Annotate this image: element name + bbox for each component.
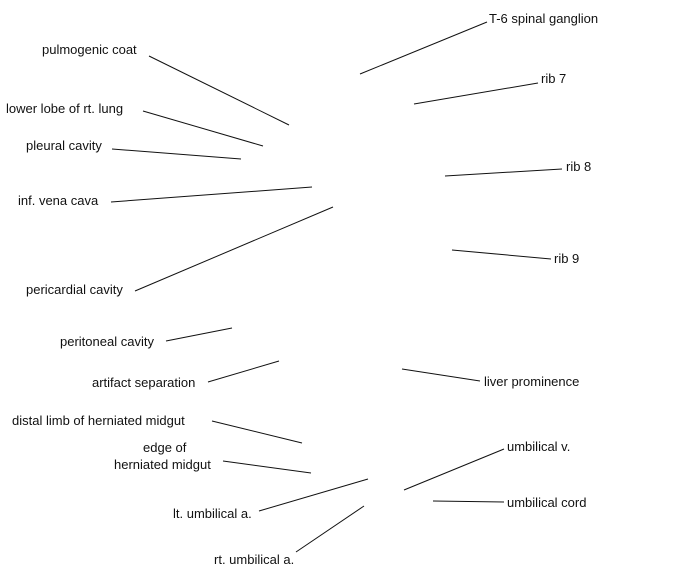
label-pleural-cavity: pleural cavity [26, 138, 102, 153]
leader-line-rib9 [451, 249, 552, 260]
label-t6-spinal-ganglion: T-6 spinal ganglion [489, 11, 599, 26]
leader-line-umbcord [432, 500, 505, 503]
leader-line-rib8 [444, 168, 563, 177]
leader-line-rib7 [413, 82, 539, 105]
label-umbilical-v: umbilical v. [507, 439, 571, 454]
label-rt-umbilical-a: rt. umbilical a. [214, 552, 295, 567]
leader-line-edge [222, 460, 312, 474]
leader-line-rtumb [295, 505, 365, 553]
leader-line-ltumb [258, 478, 369, 512]
label-distal-limb: distal limb of herniated midgut [12, 413, 185, 428]
leader-line-artifact [207, 360, 280, 383]
label-pericardial-cavity: pericardial cavity [26, 282, 123, 297]
leader-line-pulmo [148, 55, 290, 126]
label-artifact-separation: artifact separation [92, 375, 196, 390]
label-inf-vena-cava: inf. vena cava [18, 193, 99, 208]
label-rib-7: rib 7 [541, 71, 567, 86]
leader-line-pleural [111, 148, 242, 160]
leader-line-distal [211, 420, 303, 444]
label-herniated-midgut: herniated midgut [114, 457, 211, 472]
leader-line-pericardial [134, 206, 334, 292]
leader-line-umbv [403, 448, 505, 491]
leader-line-t6 [359, 21, 488, 75]
leader-line-peritoneal [165, 327, 233, 342]
label-edge-of: edge of [143, 440, 187, 455]
leader-line-liver [401, 368, 481, 382]
label-pulmogenic-coat: pulmogenic coat [42, 42, 137, 57]
label-rib-8: rib 8 [566, 159, 592, 174]
label-peritoneal-cavity: peritoneal cavity [60, 334, 154, 349]
label-umbilical-cord: umbilical cord [507, 495, 587, 510]
leader-line-lowerlobe [142, 110, 264, 147]
label-lt-umbilical-a: lt. umbilical a. [173, 506, 252, 521]
label-rib-9: rib 9 [554, 251, 580, 266]
label-lower-lobe: lower lobe of rt. lung [6, 101, 124, 116]
label-liver-prominence: liver prominence [484, 374, 580, 389]
leader-line-vena [110, 186, 313, 203]
